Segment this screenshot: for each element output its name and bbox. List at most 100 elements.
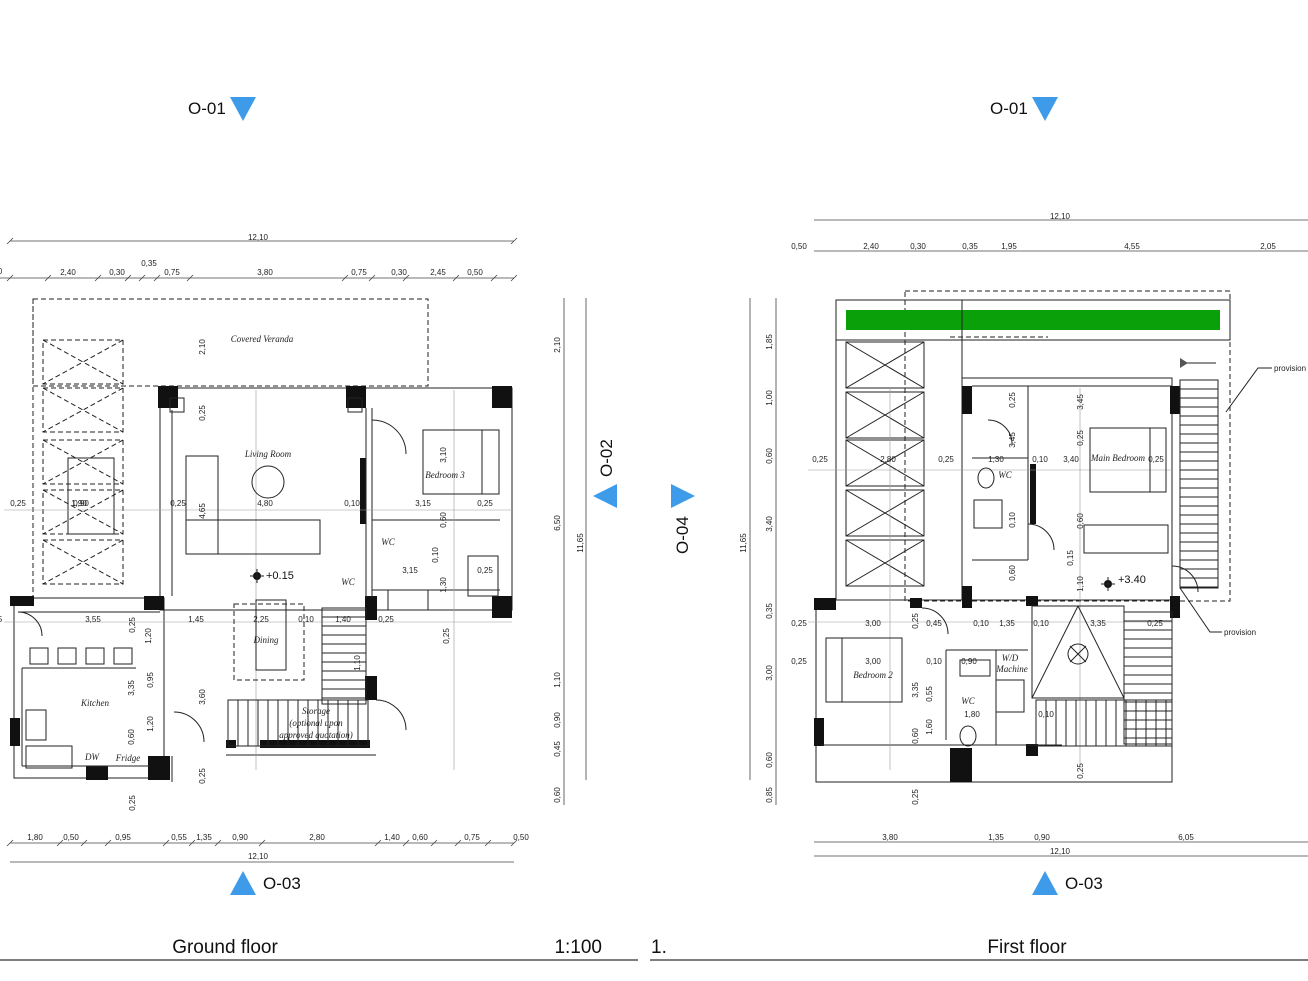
roof-outline (904, 290, 1231, 602)
dimension-label: 1,10 (353, 655, 362, 671)
door-swing (173, 711, 205, 743)
shower (973, 499, 1003, 529)
door-swing (375, 699, 407, 731)
dimension-label: 0,25 (1076, 763, 1085, 779)
dimension-label: 4,55 (1124, 242, 1140, 251)
dimension-label: 1,20 (146, 716, 155, 732)
dimension-label: 1,20 (144, 628, 153, 644)
dimension-label: 2,45 (430, 268, 446, 277)
dimension-label: 0,60 (1008, 565, 1017, 581)
first-top-dimension-lines (814, 219, 1308, 252)
shower (467, 555, 499, 597)
first-stairs (1035, 379, 1219, 747)
door-swing (1027, 523, 1055, 551)
bed-3 (422, 429, 500, 495)
dimension-label: 5 (0, 615, 3, 624)
dimension-label: 3,40 (765, 516, 774, 532)
dimension-label: 3,15 (402, 566, 418, 575)
dimension-label: 1,30 (439, 577, 448, 593)
dimension-label: 3,45 (1008, 432, 1017, 448)
dimension-label: 0,55 (925, 686, 934, 702)
dimension-label: 0,10 (298, 615, 314, 624)
elevation-marker-o01-first: O-01 (990, 97, 1058, 121)
room-label: Bedroom 3 (425, 470, 465, 480)
elevation-marker-o03-ground: O-03 (230, 871, 301, 895)
room-label: (optional upon (289, 718, 343, 728)
dimension-label: 0,10 (973, 619, 989, 628)
dimension-label: 0,30 (109, 268, 125, 277)
sofa (185, 455, 321, 555)
dimension-label: 0,75 (164, 268, 180, 277)
room-label: Main Bedroom (1090, 453, 1145, 463)
ground-walls (10, 386, 513, 780)
dimension-label: 0,25 (791, 619, 807, 628)
stair-void (1031, 605, 1125, 699)
dimension-label: 1,40 (384, 833, 400, 842)
first-floor-title: First floor (987, 937, 1067, 958)
dimension-label: 0,35 (765, 603, 774, 619)
dimension-label: 1,35 (999, 619, 1015, 628)
dimension-label: 0,50 (467, 268, 483, 277)
dimension-label: 0,25 (477, 499, 493, 508)
dimension-label: 1,45 (188, 615, 204, 624)
ground-floor-plan: 12,10 02,400,300,350,753,800,750,302,450… (0, 233, 587, 863)
room-label: Living Room (244, 449, 292, 459)
wardrobe (1083, 524, 1169, 554)
dimension-label: 0,25 (791, 657, 807, 666)
dimension-label: 2,40 (863, 242, 879, 251)
first-bottom-dimension-lines (814, 841, 1308, 857)
dimension-label: 0,50 (513, 833, 529, 842)
dimension-label: 0,25 (1148, 455, 1164, 464)
dimension-label: 0,95 (115, 833, 131, 842)
dimension-label: 0,25 (938, 455, 954, 464)
dimension-label: 4,80 (257, 499, 273, 508)
elevation-marker-o04: O-04 (671, 484, 695, 554)
dimension-label: 2,80 (880, 455, 896, 464)
dimension-label: 1,30 (988, 455, 1004, 464)
room-label: Dining (252, 635, 279, 645)
dimension-label: 1,35 (988, 833, 1004, 842)
shower (995, 679, 1025, 713)
dimension-label: 0,25 (198, 405, 207, 421)
level-marker-first (1101, 577, 1115, 591)
ground-floor-scale: 1:100 (554, 937, 602, 958)
dimension-label: 0,35 (962, 242, 978, 251)
dimension-label: 0,25 (128, 795, 137, 811)
provision-leader (1225, 367, 1272, 413)
dimension-label: 1,00 (765, 390, 774, 406)
dimension-label: 0,85 (765, 787, 774, 803)
dimension-label: 3,80 (257, 268, 273, 277)
dimension-label: 3,40 (1063, 455, 1079, 464)
ground-level-value: +0.15 (266, 570, 294, 582)
first-left-total: 11,65 (739, 533, 748, 553)
ground-top-dimension-lines (0, 237, 518, 282)
level-marker-ground (250, 569, 264, 583)
dimension-label: 1,80 (964, 710, 980, 719)
dimension-label: 1,10 (553, 672, 562, 688)
dimension-label: 0,25 (812, 455, 828, 464)
room-label: W/D (1002, 653, 1019, 663)
room-label: Kitchen (80, 698, 109, 708)
dimension-label: 0,75 (464, 833, 480, 842)
dimension-label: 0,25 (10, 499, 26, 508)
ground-total-top: 12,10 (248, 233, 269, 242)
dimension-label: 3,55 (85, 615, 101, 624)
dimension-label: 0,25 (1147, 619, 1163, 628)
elevation-marker-o01-ground: O-01 (188, 97, 256, 121)
provision-leader (1179, 587, 1222, 633)
dimension-label: 3,35 (1090, 619, 1106, 628)
svg-text:O-02: O-02 (597, 439, 616, 477)
dimension-label: 0,60 (765, 752, 774, 768)
dimension-label: 0,60 (911, 728, 920, 744)
dimension-label: 3,10 (439, 447, 448, 463)
dimension-label: 2,40 (60, 268, 76, 277)
dimension-label: 1,60 (925, 719, 934, 735)
dimension-label: 0,35 (141, 259, 157, 268)
toilet (977, 467, 995, 489)
first-floor-label: 1. (651, 937, 667, 958)
room-label: Storage (302, 706, 330, 716)
first-left-dimension-lines (749, 298, 777, 805)
ground-floor-title: Ground floor (172, 937, 278, 958)
dimension-label: 0 (0, 267, 3, 276)
